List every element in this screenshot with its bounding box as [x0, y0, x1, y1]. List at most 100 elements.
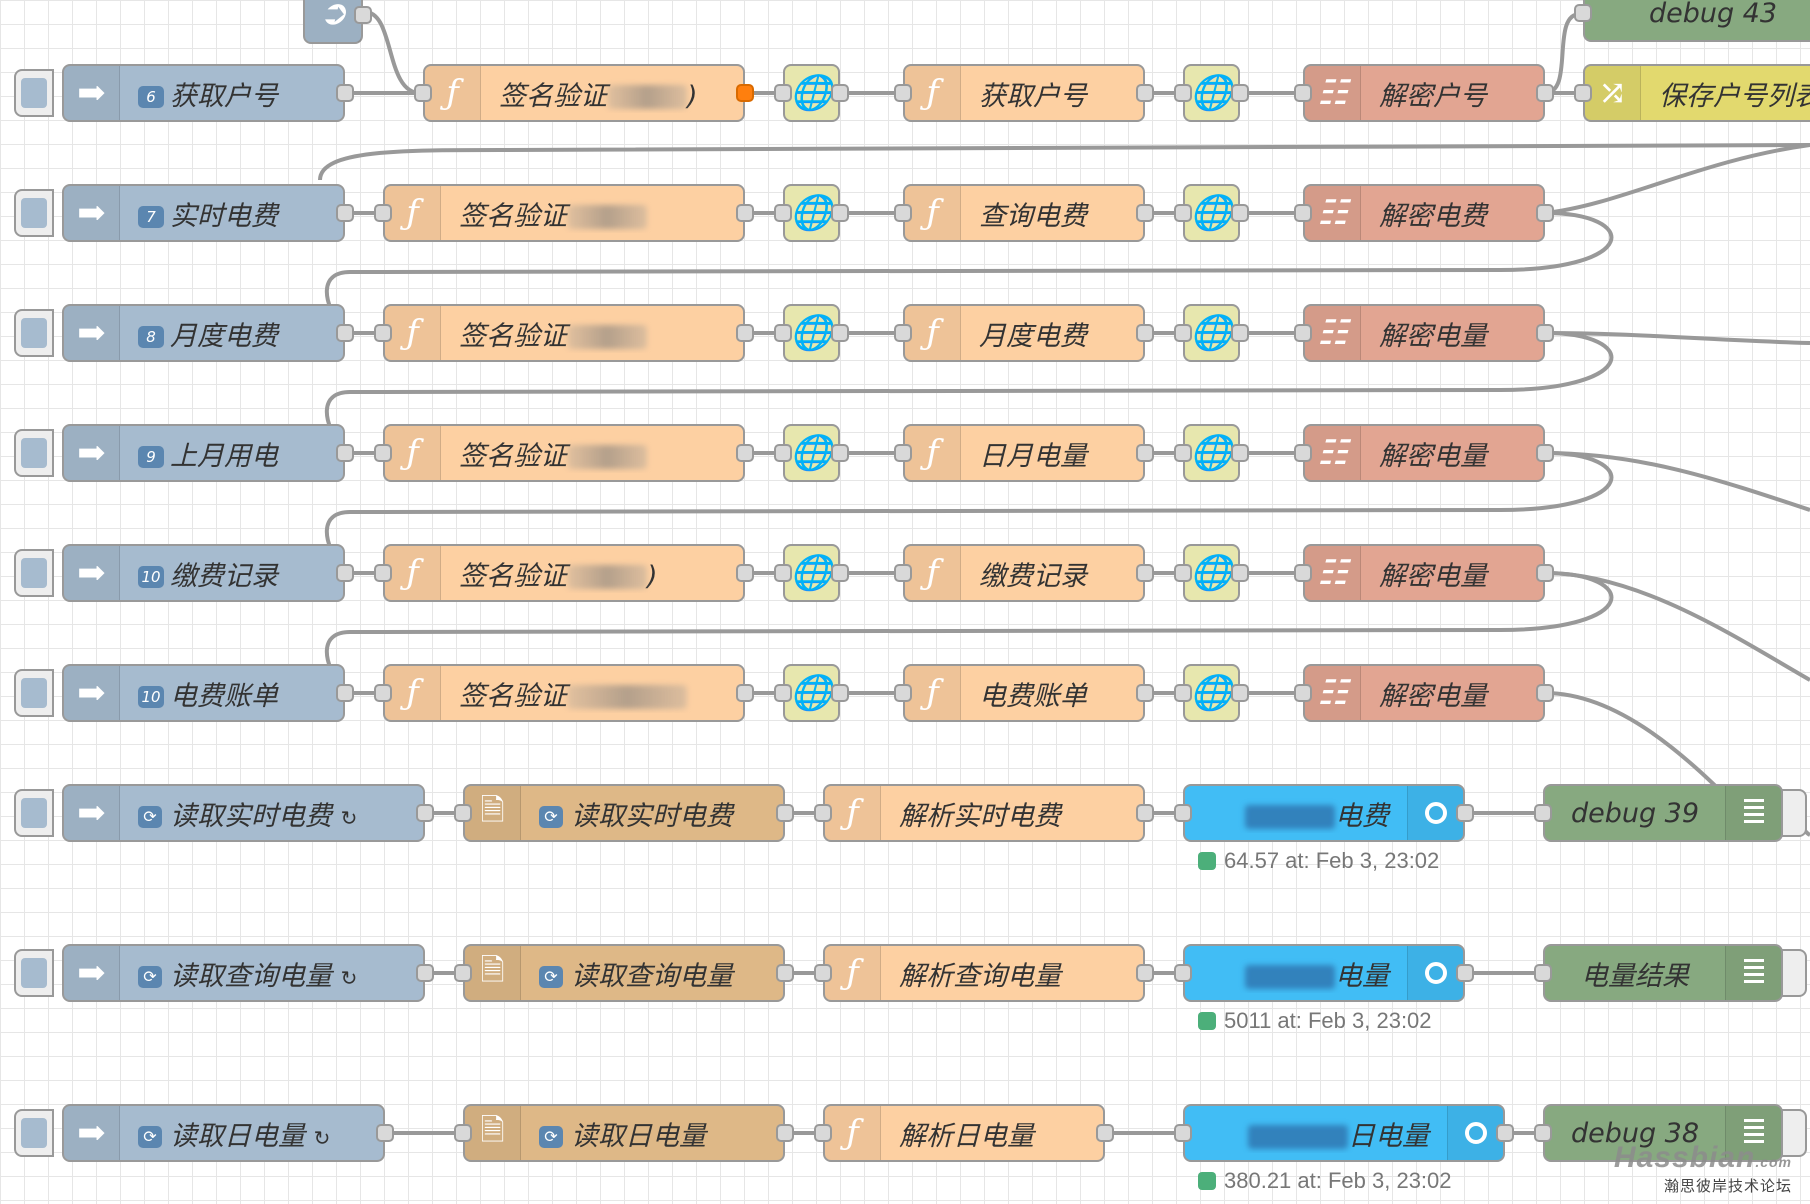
input-port[interactable] — [1174, 684, 1192, 702]
input-port[interactable] — [894, 444, 912, 462]
output-port[interactable] — [1536, 84, 1554, 102]
debug-node[interactable]: debug 39 — [1534, 784, 1783, 842]
ha-entity-node[interactable]: 电量 — [1174, 944, 1474, 1002]
output-port[interactable] — [831, 564, 849, 582]
inject-node[interactable]: ➡ ⟳读取查询电量 ↻ — [62, 944, 434, 1002]
input-port[interactable] — [1174, 804, 1192, 822]
input-port[interactable] — [774, 324, 792, 342]
inject-trigger-button[interactable] — [14, 669, 54, 717]
decrypt-node[interactable]: ☷ 解密户号 — [1294, 64, 1554, 122]
debug-toggle-button[interactable] — [1781, 1109, 1807, 1157]
http-request-node[interactable]: 🌐 — [774, 544, 849, 602]
function-node[interactable]: ƒ 查询电费 — [894, 184, 1154, 242]
http-request-node[interactable]: 🌐 — [774, 184, 849, 242]
inject-node[interactable]: ➡ ⟳读取日电量 ↻ — [62, 1104, 394, 1162]
inject-trigger-button[interactable] — [14, 69, 54, 117]
output-port[interactable] — [736, 324, 754, 342]
output-port[interactable] — [1496, 1124, 1514, 1142]
input-port[interactable] — [894, 564, 912, 582]
output-port[interactable] — [1536, 204, 1554, 222]
output-port[interactable] — [336, 684, 354, 702]
input-port[interactable] — [1294, 324, 1312, 342]
output-port[interactable] — [1136, 204, 1154, 222]
output-port[interactable] — [336, 444, 354, 462]
inject-trigger-button[interactable] — [14, 1109, 54, 1157]
output-port[interactable] — [336, 204, 354, 222]
http-request-node[interactable]: 🌐 — [1174, 184, 1249, 242]
function-node[interactable]: ƒ 解析日电量 — [814, 1104, 1114, 1162]
inject-trigger-button[interactable] — [14, 949, 54, 997]
inject-node[interactable]: ➡ ⟳读取实时电费 ↻ — [62, 784, 434, 842]
output-port[interactable] — [736, 444, 754, 462]
input-port[interactable] — [374, 444, 392, 462]
output-port[interactable] — [1536, 684, 1554, 702]
http-request-node[interactable]: 🌐 — [1174, 304, 1249, 362]
output-port[interactable] — [1231, 564, 1249, 582]
input-port[interactable] — [454, 804, 472, 822]
function-node[interactable]: ƒ 获取户号 — [894, 64, 1154, 122]
output-port[interactable] — [1456, 964, 1474, 982]
inject-trigger-button[interactable] — [14, 789, 54, 837]
output-port[interactable] — [1096, 1124, 1114, 1142]
file-read-node[interactable]: 🗎 ⟳读取日电量 — [454, 1104, 794, 1162]
function-node[interactable]: ƒ 签名验证) — [414, 64, 754, 122]
offscreen-inject-node[interactable]: ➲ — [303, 0, 372, 44]
output-port[interactable] — [776, 964, 794, 982]
function-node[interactable]: ƒ 签名验证) — [374, 544, 754, 602]
output-port[interactable] — [376, 1124, 394, 1142]
output-port[interactable] — [1136, 444, 1154, 462]
output-port[interactable] — [336, 324, 354, 342]
input-port[interactable] — [1174, 564, 1192, 582]
input-port[interactable] — [1534, 964, 1552, 982]
function-node[interactable]: ƒ 签名验证 — [374, 424, 754, 482]
output-port[interactable] — [831, 444, 849, 462]
input-port[interactable] — [1174, 964, 1192, 982]
output-port[interactable] — [831, 684, 849, 702]
output-port[interactable] — [1136, 684, 1154, 702]
debug-toggle-button[interactable] — [1781, 789, 1807, 837]
inject-trigger-button[interactable] — [14, 309, 54, 357]
input-port[interactable] — [1574, 84, 1592, 102]
error-port[interactable] — [736, 84, 754, 102]
output-port[interactable] — [1231, 204, 1249, 222]
decrypt-node[interactable]: ☷ 解密电费 — [1294, 184, 1554, 242]
output-port[interactable] — [354, 6, 372, 24]
input-port[interactable] — [374, 564, 392, 582]
input-port[interactable] — [1534, 804, 1552, 822]
output-port[interactable] — [1136, 804, 1154, 822]
output-port[interactable] — [831, 84, 849, 102]
decrypt-node[interactable]: ☷ 解密电量 — [1294, 544, 1554, 602]
http-request-node[interactable]: 🌐 — [1174, 664, 1249, 722]
ha-entity-node[interactable]: 日电量 — [1174, 1104, 1514, 1162]
input-port[interactable] — [774, 444, 792, 462]
output-port[interactable] — [1136, 564, 1154, 582]
output-port[interactable] — [416, 804, 434, 822]
http-request-node[interactable]: 🌐 — [774, 304, 849, 362]
inject-trigger-button[interactable] — [14, 549, 54, 597]
change-node[interactable]: ⤮ 保存户号列表 — [1574, 64, 1810, 122]
http-request-node[interactable]: 🌐 — [1174, 64, 1249, 122]
input-port[interactable] — [454, 964, 472, 982]
debug-toggle-button[interactable] — [1781, 949, 1807, 997]
input-port[interactable] — [414, 84, 432, 102]
output-port[interactable] — [1456, 804, 1474, 822]
ha-entity-node[interactable]: 电费 — [1174, 784, 1474, 842]
function-node[interactable]: ƒ 签名验证 — [374, 664, 754, 722]
input-port[interactable] — [1174, 324, 1192, 342]
input-port[interactable] — [774, 84, 792, 102]
http-request-node[interactable]: 🌐 — [774, 664, 849, 722]
inject-trigger-button[interactable] — [14, 189, 54, 237]
debug-node[interactable]: 电量结果 — [1534, 944, 1783, 1002]
output-port[interactable] — [1231, 444, 1249, 462]
output-port[interactable] — [831, 204, 849, 222]
input-port[interactable] — [1574, 4, 1592, 22]
input-port[interactable] — [374, 684, 392, 702]
output-port[interactable] — [1231, 324, 1249, 342]
file-read-node[interactable]: 🗎 ⟳读取查询电量 — [454, 944, 794, 1002]
debug-node[interactable]: debug 43 — [1574, 0, 1810, 42]
http-request-node[interactable]: 🌐 — [774, 424, 849, 482]
